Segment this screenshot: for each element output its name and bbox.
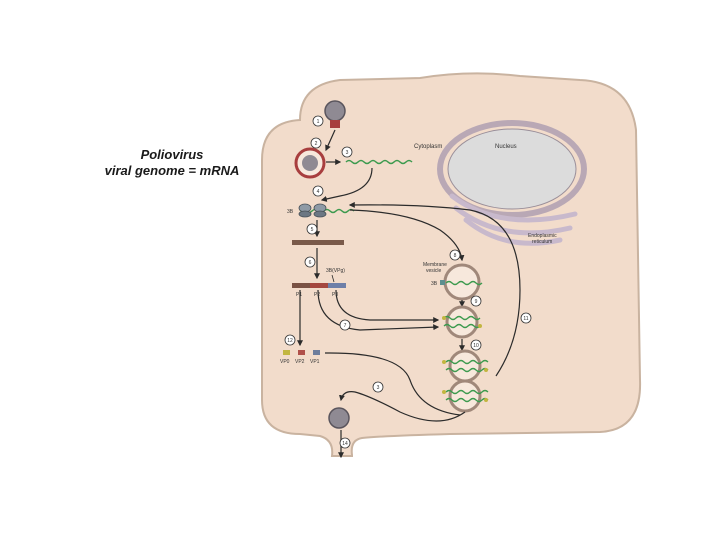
step-label: 14 — [342, 441, 348, 447]
step-marker: 3 — [372, 381, 384, 393]
step-label: 7 — [344, 323, 347, 329]
rna-recycle-arrow — [348, 201, 521, 291]
entry-arrow — [325, 129, 336, 152]
step-label: 10 — [473, 343, 479, 349]
step-marker: 1 — [312, 115, 324, 127]
p2-segment — [310, 283, 328, 288]
p3-segment — [328, 283, 346, 288]
step-marker: 8 — [449, 249, 461, 261]
step-label: 9 — [475, 299, 478, 305]
label-p2: P2 — [314, 292, 320, 298]
step-marker: 11 — [520, 312, 532, 324]
p2-to-vesicle-arrow — [317, 289, 440, 331]
p1-segment — [292, 283, 310, 288]
label-cytoplasm: Cytoplasm — [414, 144, 442, 150]
step-marker: 4 — [312, 185, 324, 197]
step-label: 6 — [309, 260, 312, 266]
rna-to-assembly-arrow — [339, 391, 466, 422]
endosome-icon — [294, 147, 326, 179]
vp1-protein — [313, 350, 320, 355]
label-nucleus: Nucleus — [495, 144, 517, 150]
label-er-2: reticulum — [532, 239, 552, 245]
label-er-1: Endoplasmic — [528, 233, 557, 239]
capsid-to-assembly-arrow — [324, 352, 461, 416]
vpg-pointer — [331, 274, 335, 283]
step-label: 8 — [454, 253, 457, 259]
label-vp1: VP1 — [310, 359, 320, 365]
virion-top-icon — [324, 100, 346, 128]
nucleus — [437, 120, 587, 218]
p3-to-vesicle-arrow — [335, 289, 440, 323]
progeny-virion-icon — [328, 407, 350, 429]
step-marker: 3 — [341, 146, 353, 158]
step-marker: 10 — [470, 339, 482, 351]
step-marker: 2 — [310, 137, 322, 149]
label-vpg: 3B(VPg) — [326, 268, 345, 274]
step-marker: 9 — [470, 295, 482, 307]
diagram-title: Poliovirus viral genome = mRNA — [92, 147, 252, 179]
label-membrane: Membrane — [423, 262, 447, 268]
label-3b-rna: 3B — [287, 209, 294, 215]
membrane-vesicle — [440, 263, 483, 301]
vp2-protein — [298, 350, 305, 355]
step-label: 3 — [377, 385, 380, 391]
polyprotein-bar — [292, 240, 344, 245]
step-marker: 7 — [339, 319, 351, 331]
title-line-1: Poliovirus — [140, 147, 204, 162]
label-vp2: VP2 — [295, 359, 305, 365]
step-marker: 6 — [304, 256, 316, 268]
step-marker: 5 — [306, 223, 318, 235]
rna-to-ribosome-arrow — [320, 167, 373, 202]
step-marker: 12 — [284, 334, 296, 346]
step-label: 5 — [311, 227, 314, 233]
amplified-rna-return-arrow — [495, 289, 521, 377]
label-p1: P1 — [296, 292, 302, 298]
label-p3: P3 — [332, 292, 338, 298]
step-label: 1 — [317, 119, 320, 125]
replication-vesicle — [442, 305, 482, 339]
viral-rna-released — [345, 159, 413, 165]
step-label: 11 — [523, 316, 528, 322]
step-markers: 1 2 3 4 5 6 7 8 9 10 11 3 12 14 — [284, 115, 532, 449]
translation-complex — [298, 203, 355, 218]
rna-to-vesicle-arrow — [349, 209, 465, 262]
title-line-2: viral genome = mRNA — [104, 163, 240, 178]
step-label: 2 — [315, 141, 318, 147]
label-3b-vesicle: 3B — [431, 281, 438, 287]
endoplasmic-reticulum — [449, 193, 578, 246]
vp0-protein — [283, 350, 290, 355]
step-label: 4 — [317, 189, 320, 195]
step-marker: 14 — [339, 437, 351, 449]
step-label: 12 — [287, 338, 293, 344]
label-vesicle: vesicle — [426, 268, 442, 274]
amplification-vesicles — [442, 349, 489, 413]
label-vp0: VP0 — [280, 359, 290, 365]
step-label: 3 — [346, 150, 349, 156]
